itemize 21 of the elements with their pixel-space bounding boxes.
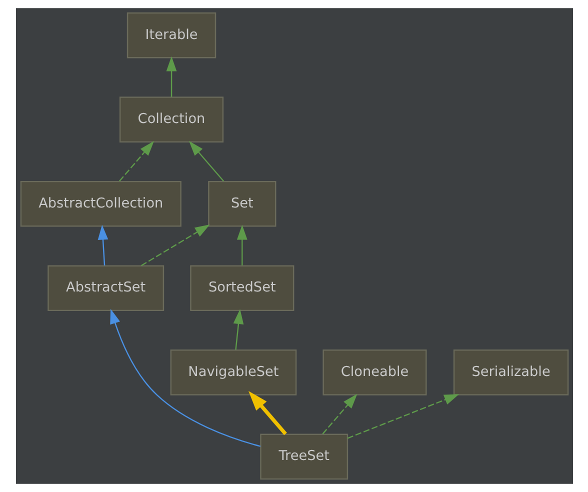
node-box: AbstractSet [47, 265, 164, 312]
node-box: Collection [118, 96, 224, 143]
arrow [236, 224, 247, 266]
arrow [140, 224, 210, 266]
node-box: AbstractCollection [20, 180, 181, 227]
node-box: Serializable [452, 349, 568, 396]
arrow [232, 309, 244, 350]
arrow [346, 394, 459, 439]
arrow [188, 141, 224, 182]
node-box: Iterable [126, 12, 216, 58]
node-box: Cloneable [322, 349, 426, 396]
arrow [110, 308, 260, 447]
arrow [322, 394, 357, 434]
arrow [97, 224, 108, 266]
node-box: Set [208, 180, 276, 227]
arrow [248, 391, 286, 436]
arrow [166, 56, 176, 97]
node-box: NavigableSet [170, 349, 296, 396]
arrow [118, 141, 154, 182]
node-box: SortedSet [190, 265, 294, 312]
node-box: TreeSet [260, 434, 348, 480]
